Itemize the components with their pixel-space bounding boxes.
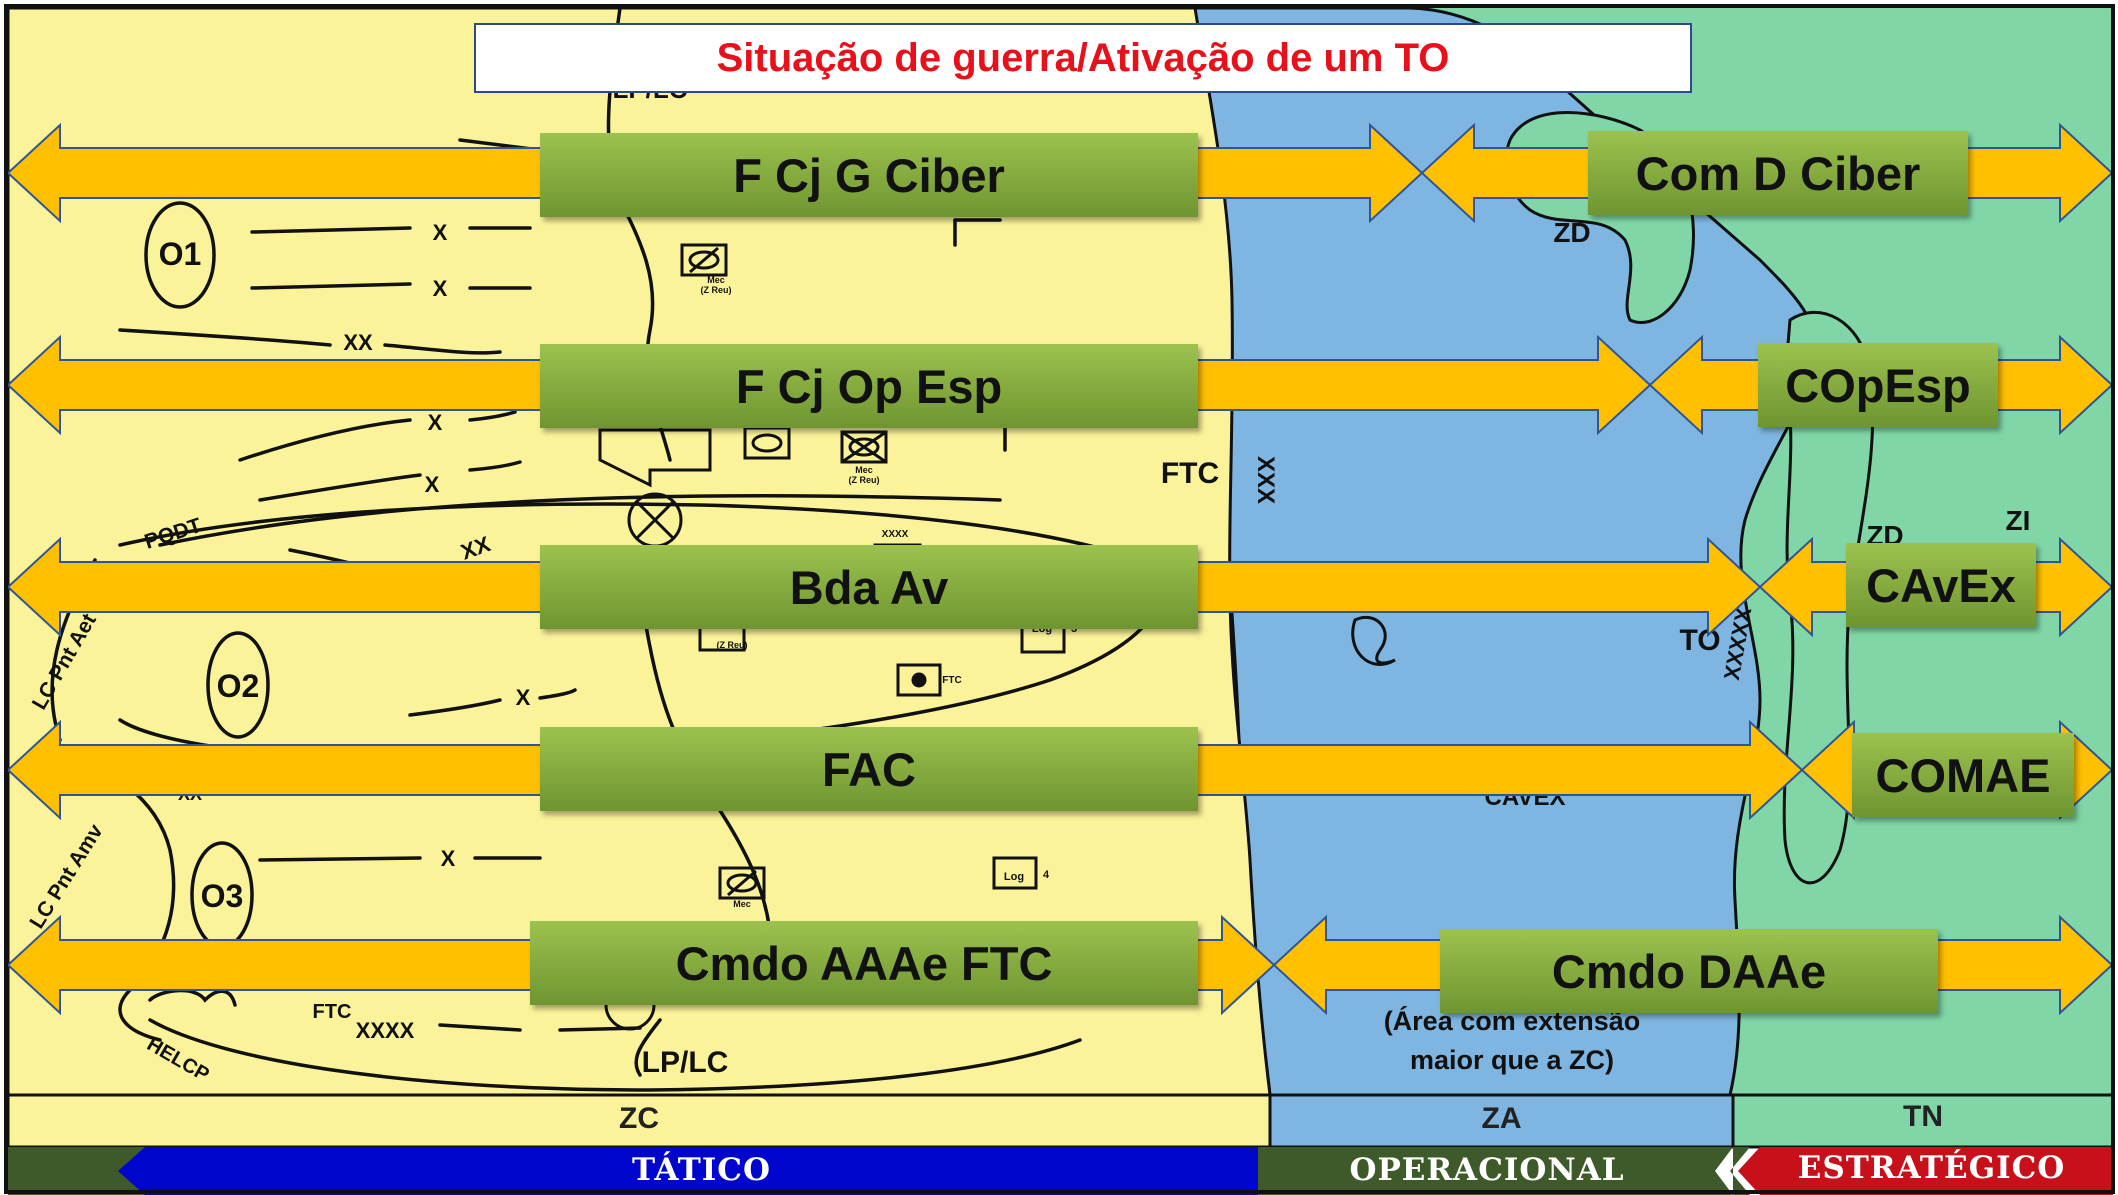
zone-tn-label: TN <box>1903 1100 1943 1133</box>
estrategico-bar <box>1738 1147 2113 1195</box>
x-label-1: X <box>433 220 448 245</box>
label-f-cj-g-ciber: F Cj G Ciber <box>540 133 1198 217</box>
estrategico-bar-edge <box>1730 1147 1750 1195</box>
xxxx-label-1: XXXX <box>356 1018 415 1043</box>
mec-label-2: Mec <box>855 465 873 475</box>
label-f-cj-op-esp: F Cj Op Esp <box>540 344 1198 428</box>
o1-label: O1 <box>159 236 202 272</box>
label-copesp: COpEsp <box>1758 343 1998 427</box>
level-estrategico-label: ESTRATÉGICO <box>1797 1150 2066 1186</box>
z-reu-label-3: (Z Reu) <box>717 640 748 650</box>
page-title: Situação de guerra/Ativação de um TO <box>716 35 1450 80</box>
operacional-bar <box>1262 1147 1733 1195</box>
label-fac-text: FAC <box>822 742 916 796</box>
label-cavex-text: CAvEx <box>1866 558 2016 612</box>
label-bda-av-text: Bda Av <box>789 560 949 614</box>
log-label-2: Log <box>1004 871 1024 883</box>
label-copesp-text: COpEsp <box>1785 358 1971 412</box>
za-strip <box>1268 1093 1735 1149</box>
xxxx-tiny-label: XXXX <box>882 529 909 540</box>
label-f-cj-op-esp-text: F Cj Op Esp <box>735 359 1003 413</box>
label-cmdo-aaae-ftc: Cmdo AAAe FTC <box>530 921 1198 1005</box>
mec-label-1: Mec <box>707 275 725 285</box>
tatico-bar-blue <box>118 1147 1258 1195</box>
label-f-cj-g-ciber-text: F Cj G Ciber <box>733 148 1005 202</box>
label-bda-av: Bda Av <box>540 545 1198 629</box>
label-com-d-ciber-text: Com D Ciber <box>1635 146 1921 200</box>
title-box: Situação de guerra/Ativação de um TO <box>474 23 1692 93</box>
level-tatico-label: TÁTICO <box>632 1152 771 1188</box>
x-label-2: X <box>433 276 448 301</box>
lp-lc-bottom-label: LP/LC <box>642 1046 729 1079</box>
ftc-small-label: FTC <box>313 1001 352 1023</box>
x-label-5: X <box>516 685 531 710</box>
zone-zc-label: ZC <box>619 1102 659 1135</box>
level-operacional-label: OPERACIONAL <box>1349 1152 1625 1188</box>
zd-label-1: ZD <box>1553 217 1590 248</box>
label-comae: COMAE <box>1852 733 2074 817</box>
zi-label: ZI <box>2006 505 2031 536</box>
log-3-label: 3 <box>1071 623 1077 635</box>
outer-frame <box>4 4 2115 1194</box>
label-cmdo-aaae-ftc-text: Cmdo AAAe FTC <box>675 936 1053 990</box>
ftc-label: FTC <box>1161 457 1219 490</box>
label-cavex: CAvEx <box>1846 543 2036 627</box>
label-fac: FAC <box>540 727 1198 811</box>
map-labels: O1 O2 O3 X X XX X X XX X X XX PQDT LC Pn… <box>25 74 2030 1086</box>
small-lake <box>1351 615 1396 666</box>
xxx-label: XXX <box>1252 456 1279 504</box>
z-reu-label-1: (Z Reu) <box>701 285 732 295</box>
x-label-4: X <box>425 472 440 497</box>
x-label-6: X <box>441 846 456 871</box>
tactical-symbols <box>598 243 1066 1031</box>
x-label-3: X <box>428 410 443 435</box>
o3-label: O3 <box>201 878 244 914</box>
mec-label-3: Mec <box>733 899 751 909</box>
area-note-line-2: maior que a ZC) <box>1410 1045 1614 1075</box>
ftc-tiny-label: FTC <box>942 675 961 686</box>
log-4-label: 4 <box>1043 869 1050 881</box>
zone-za-label: ZA <box>1481 1102 1522 1135</box>
label-cmdo-daae: Cmdo DAAe <box>1440 929 1938 1013</box>
z-reu-label-2: (Z Reu) <box>849 475 880 485</box>
label-comae-text: COMAE <box>1875 748 2051 802</box>
label-cmdo-daae-text: Cmdo DAAe <box>1551 944 1827 998</box>
xx-label-1: XX <box>343 330 373 355</box>
o2-label: O2 <box>217 668 260 704</box>
label-com-d-ciber: Com D Ciber <box>1588 131 1968 215</box>
